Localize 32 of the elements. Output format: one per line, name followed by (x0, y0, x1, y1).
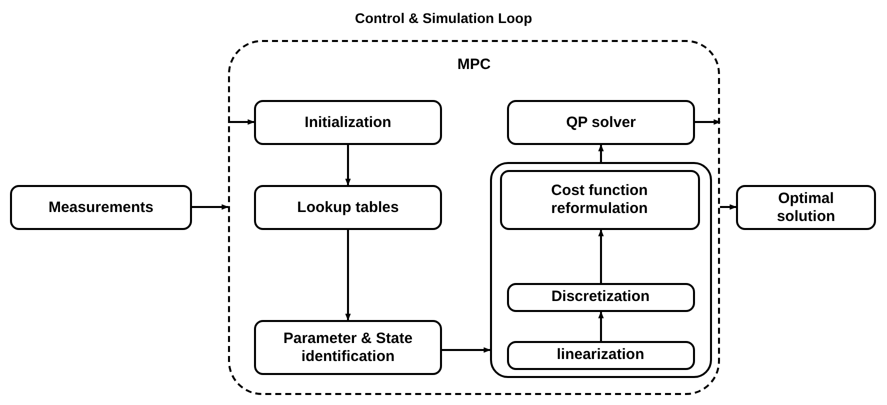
process-box (507, 100, 695, 145)
box-label: Measurements (47, 198, 155, 216)
box-label: Cost function reformulation (550, 182, 649, 218)
process-box (254, 185, 442, 230)
process-box (500, 170, 700, 230)
box-label: Optimal solution (776, 190, 836, 226)
arrow (345, 230, 351, 321)
dashed-region (228, 40, 720, 395)
box-label: Initialization (304, 114, 392, 132)
process-box (736, 185, 876, 230)
arrow (345, 145, 351, 186)
process-box (254, 100, 442, 145)
process-box (254, 320, 442, 375)
arrow (192, 204, 229, 210)
box-label: Discretization (550, 288, 651, 306)
region-heading: MPC (456, 56, 492, 74)
arrow (720, 204, 737, 210)
diagram-title: Control & Simulation Loop (354, 10, 534, 26)
arrow (695, 119, 721, 125)
arrow (598, 229, 604, 283)
box-label: linearization (556, 346, 646, 364)
box-label: QP solver (565, 114, 637, 132)
box-label: Parameter & State identification (282, 330, 414, 366)
process-box (506, 340, 694, 370)
box-label: Lookup tables (296, 198, 400, 216)
process-box (506, 282, 694, 312)
arrow (598, 311, 604, 341)
group-box (490, 162, 712, 378)
arrow (598, 144, 604, 162)
process-box (10, 185, 192, 230)
arrow (442, 347, 491, 353)
arrow (228, 119, 255, 125)
